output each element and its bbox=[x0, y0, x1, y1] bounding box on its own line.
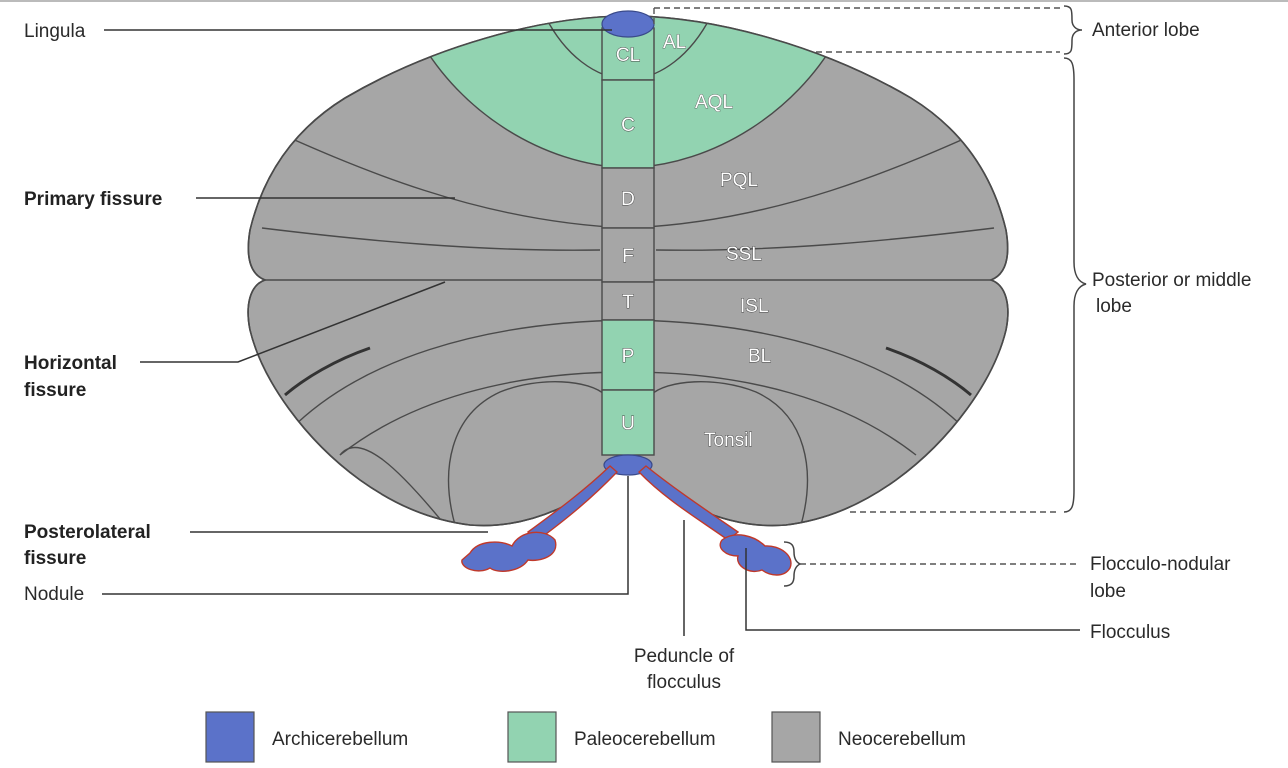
flocculus-group bbox=[461, 465, 792, 576]
tonsil-right-outline bbox=[650, 381, 809, 526]
anterior-lobe-brace bbox=[1063, 5, 1083, 55]
left-peduncle bbox=[526, 465, 619, 541]
legend-swatch-paleocerebellum bbox=[507, 711, 557, 763]
horizontal-fissure-leader bbox=[140, 281, 446, 363]
label-aql: AQL bbox=[695, 92, 733, 113]
pql-boundary bbox=[419, 39, 629, 169]
posterior-lobe-label-line1: Posterior or middle bbox=[1092, 270, 1251, 291]
anterior-lobe-dashed bbox=[653, 7, 1060, 53]
lingula-shape bbox=[601, 10, 655, 38]
vermis-label-d: D bbox=[621, 189, 635, 210]
legend-label-archicerebellum: Archicerebellum bbox=[272, 729, 408, 750]
nodule-shape bbox=[603, 454, 653, 476]
horizontal-fissure-label-line2: fissure bbox=[24, 380, 86, 401]
posterolateral-fissure-label-line2: fissure bbox=[24, 548, 86, 569]
vermis-segment-d bbox=[601, 167, 655, 229]
posterolateral-fissure-label-line1: Posterolateral bbox=[24, 522, 151, 543]
primary-fissure-label: Primary fissure bbox=[24, 189, 162, 210]
left-flocculus bbox=[461, 531, 557, 572]
legend-label-paleocerebellum: Paleocerebellum bbox=[574, 729, 716, 750]
vermis-label-p: P bbox=[622, 346, 635, 367]
left-lateral-arc bbox=[339, 446, 446, 526]
flocculonodular-label-line2: lobe bbox=[1090, 581, 1126, 602]
left-dark-arc bbox=[284, 346, 371, 397]
legend-swatch-neocerebellum bbox=[771, 711, 821, 763]
legend-swatch-archicerebellum bbox=[205, 711, 255, 763]
label-bl: BL bbox=[748, 346, 771, 367]
flocculonodular-brace bbox=[783, 541, 802, 587]
label-al: AL bbox=[663, 32, 686, 53]
flocculus-label: Flocculus bbox=[1090, 622, 1170, 643]
vermis-column: CL C D F T P U bbox=[601, 27, 655, 456]
nodule-label: Nodule bbox=[24, 584, 84, 605]
posterior-lobe-label-line2: lobe bbox=[1096, 296, 1132, 317]
legend: Archicerebellum Paleocerebellum Neocerebel… bbox=[205, 711, 966, 763]
anterior-lobe-label: Anterior lobe bbox=[1092, 20, 1200, 41]
tonsil-left-outline bbox=[447, 381, 606, 526]
vermis-label-t: T bbox=[622, 292, 634, 313]
right-peduncle bbox=[637, 465, 740, 541]
label-tonsil: Tonsil bbox=[704, 430, 753, 451]
vermis-segment-p bbox=[601, 319, 655, 391]
peduncle-label-line2: flocculus bbox=[647, 672, 721, 693]
right-flocculus bbox=[719, 534, 792, 576]
right-ssl-arc bbox=[655, 227, 995, 251]
label-pql: PQL bbox=[720, 170, 758, 191]
nodule-leader bbox=[102, 476, 629, 595]
horizontal-fissure-label-line1: Horizontal bbox=[24, 353, 117, 374]
vermis-segment-f bbox=[601, 227, 655, 283]
posterior-lobe-brace bbox=[1063, 57, 1087, 513]
left-ssl-arc bbox=[261, 227, 601, 251]
vermis-label-f: F bbox=[622, 246, 634, 267]
peduncle-label-line1: Peduncle of bbox=[634, 646, 735, 667]
label-isl: ISL bbox=[740, 296, 769, 317]
legend-label-neocerebellum: Neocerebellum bbox=[838, 729, 966, 750]
lingula-label: Lingula bbox=[24, 21, 86, 42]
vermis-label-c: C bbox=[621, 115, 635, 136]
pql-boundary-right bbox=[627, 39, 837, 169]
right-dark-arc bbox=[885, 346, 972, 397]
flocculonodular-label-line1: Flocculo-nodular bbox=[1090, 554, 1231, 575]
label-ssl: SSL bbox=[726, 244, 762, 265]
vermis-segment-t bbox=[601, 281, 655, 321]
vermis-label-u: U bbox=[621, 414, 635, 435]
vermis-label-cl: CL bbox=[616, 45, 640, 66]
flocculus-leader bbox=[745, 548, 1080, 631]
